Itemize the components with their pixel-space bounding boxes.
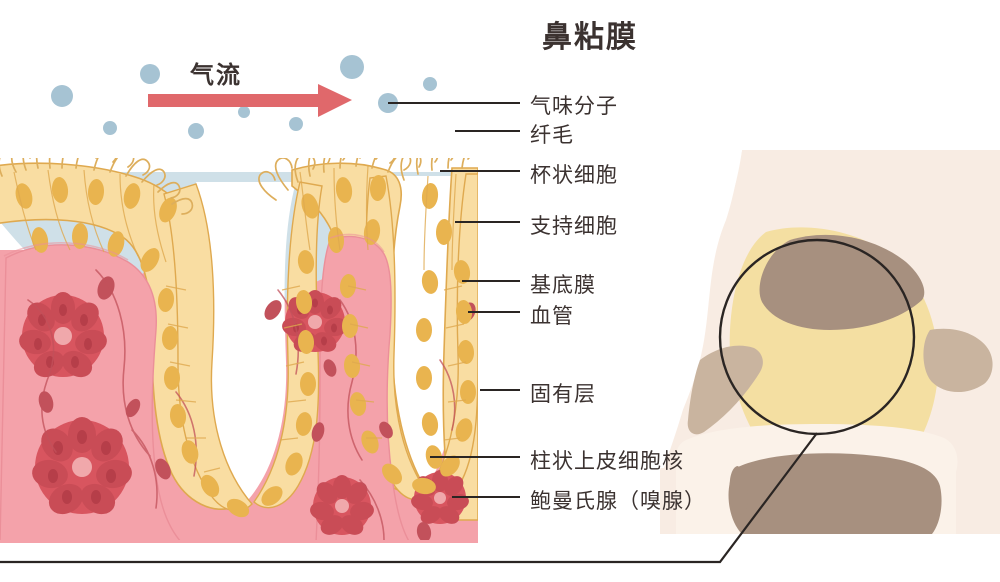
nasal-mucosa-tissue-block <box>0 158 478 543</box>
tongue <box>728 453 942 534</box>
tissue-block-bottom-edge <box>0 540 478 543</box>
label-lamina-propria: 固有层 <box>530 383 596 406</box>
columnar-epithelial-nuclei <box>15 175 476 518</box>
uvula <box>729 466 748 515</box>
label-columnar-nucleus: 柱状上皮细胞核 <box>530 450 684 473</box>
basement-membrane <box>3 233 385 261</box>
nostril-wall <box>687 345 763 435</box>
label-blood-vessel: 血管 <box>530 305 574 328</box>
capillary-strands <box>27 269 456 541</box>
cilia <box>0 158 470 215</box>
airflow-arrow <box>148 84 352 117</box>
sinus-region <box>923 328 993 393</box>
magnifier-pointer-line <box>0 432 818 564</box>
label-bowmans-gland: 鲍曼氏腺（嗅腺） <box>530 490 706 513</box>
airflow-label: 气流 <box>190 62 242 89</box>
page-title: 鼻粘膜 <box>542 21 638 54</box>
olfactory-epithelium-region <box>759 234 925 330</box>
label-leader-lines <box>388 102 520 498</box>
label-basement-membrane: 基底膜 <box>530 274 596 297</box>
nasal-cavity-sagittal-inset <box>620 150 1000 570</box>
label-supporting-cell: 支持细胞 <box>530 215 618 238</box>
crypt-lumen-left <box>196 182 296 500</box>
inset-bottom-mask <box>620 534 1000 570</box>
odor-molecule-dots <box>51 55 437 139</box>
label-cilia: 纤毛 <box>530 124 574 147</box>
face-outer-margin <box>660 150 742 468</box>
label-goblet-cell: 杯状细胞 <box>530 164 618 187</box>
label-odor-molecules: 气味分子 <box>530 95 618 118</box>
